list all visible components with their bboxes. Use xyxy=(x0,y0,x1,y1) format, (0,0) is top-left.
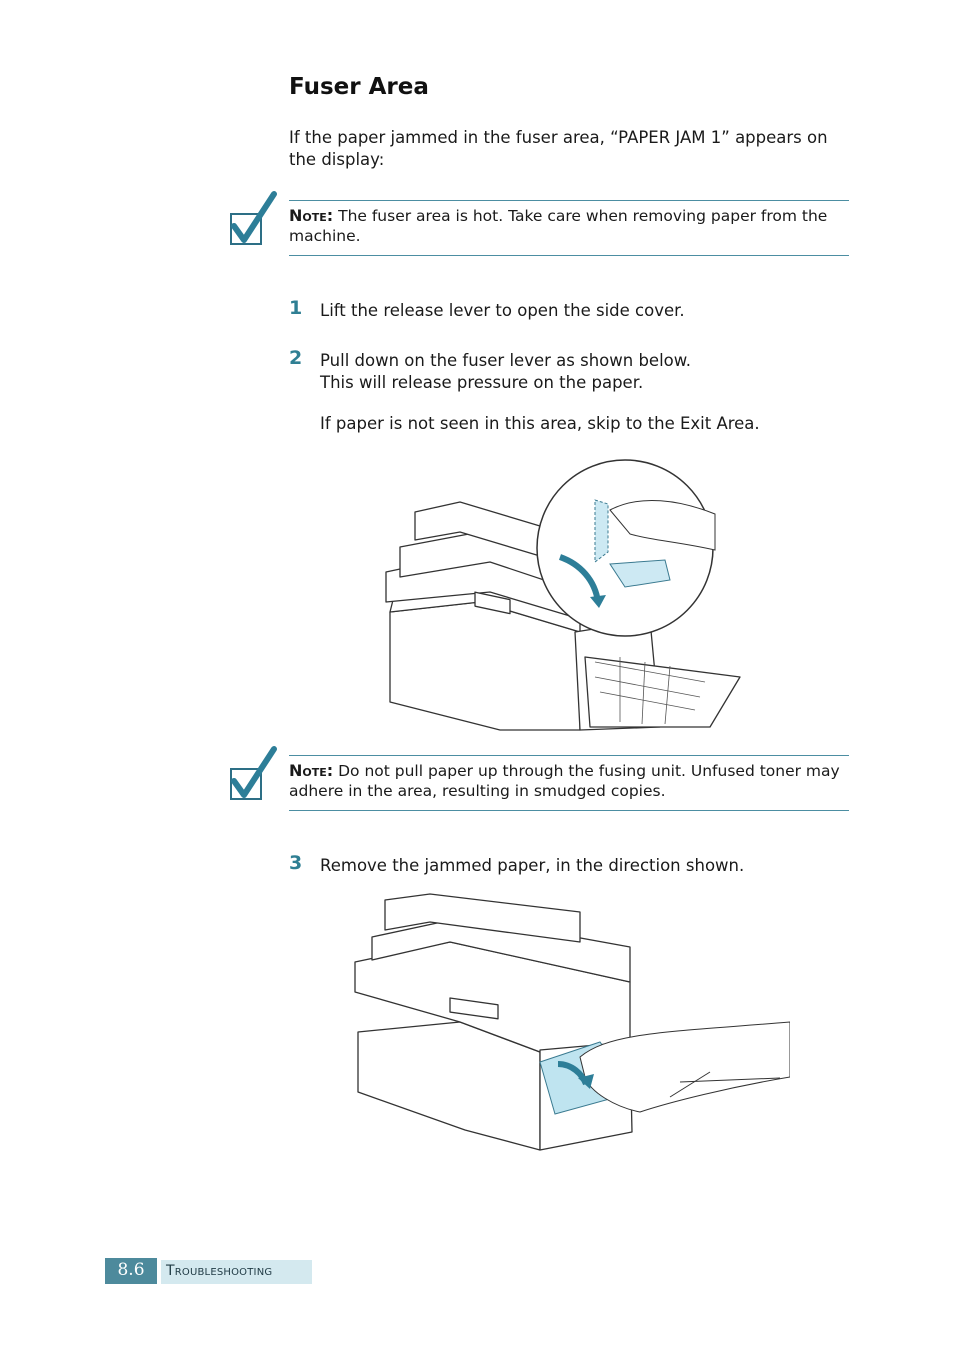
note-label: Note: xyxy=(289,761,334,780)
section-heading: Fuser Area xyxy=(289,74,429,100)
checkmark-icon xyxy=(230,746,277,800)
fuser-lever-illustration xyxy=(385,459,741,731)
note-label: Note: xyxy=(289,206,334,225)
remove-paper-illustration xyxy=(354,893,790,1151)
step-text: Pull down on the fuser lever as shown be… xyxy=(320,351,691,370)
step-number: 2 xyxy=(289,347,303,369)
step-text: Remove the jammed paper, in the directio… xyxy=(320,856,745,875)
step-number: 1 xyxy=(289,297,303,319)
section-footer-label: Troubleshooting xyxy=(161,1260,312,1284)
checkmark-icon xyxy=(230,191,277,245)
note-unfused-toner: Note: Do not pull paper up through the f… xyxy=(289,755,849,811)
note-hot-fuser: Note: The fuser area is hot. Take care w… xyxy=(289,200,849,256)
step-text: Lift the release lever to open the side … xyxy=(320,301,685,320)
step-text: This will release pressure on the paper. xyxy=(320,373,644,392)
note-text: The fuser area is hot. Take care when re… xyxy=(289,207,828,245)
step-number: 3 xyxy=(289,852,303,874)
step-text: If paper is not seen in this area, skip … xyxy=(320,414,760,433)
intro-paragraph: If the paper jammed in the fuser area, “… xyxy=(289,128,828,169)
note-text: Do not pull paper up through the fusing … xyxy=(289,762,840,800)
page-number: 8.6 xyxy=(105,1258,157,1284)
